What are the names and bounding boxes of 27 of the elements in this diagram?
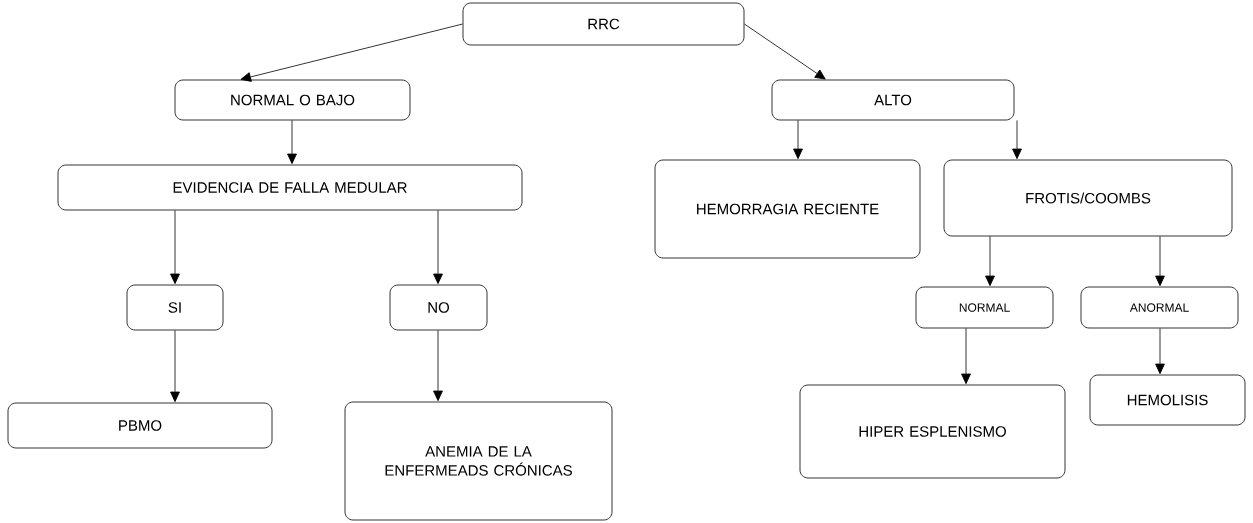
arrow xyxy=(985,236,995,287)
arrow xyxy=(170,210,180,285)
arrow xyxy=(1155,236,1165,287)
process-box: ANORMAL xyxy=(1080,286,1239,329)
process-box: EVIDENCIA DE FALLA MEDULAR xyxy=(57,164,523,211)
arrow xyxy=(961,328,971,385)
arrow xyxy=(1012,120,1022,160)
arrow xyxy=(433,330,443,402)
process-box: PBMO xyxy=(7,402,273,449)
process-box: SI xyxy=(126,284,224,331)
process-box: RRC xyxy=(462,2,745,46)
process-box: NORMAL O BAJO xyxy=(174,79,411,121)
arrow xyxy=(170,330,180,403)
arrow xyxy=(240,23,463,82)
process-box: ANEMIA DE LA ENFERMEADS CRÓNICAS xyxy=(344,401,613,521)
arrow xyxy=(793,120,803,160)
arrow xyxy=(744,23,826,80)
process-box: HEMOLISIS xyxy=(1089,374,1246,426)
process-box: FROTIS/COOMBS xyxy=(943,159,1233,237)
process-box: HIPER ESPLENISMO xyxy=(799,384,1066,479)
process-box: ALTO xyxy=(771,79,1015,121)
arrow xyxy=(1155,328,1165,375)
arrow xyxy=(433,210,443,285)
process-box: NO xyxy=(389,284,488,331)
process-box: HEMORRAGIA RECIENTE xyxy=(654,159,921,259)
arrow xyxy=(287,120,297,165)
process-box: NORMAL xyxy=(915,286,1054,329)
